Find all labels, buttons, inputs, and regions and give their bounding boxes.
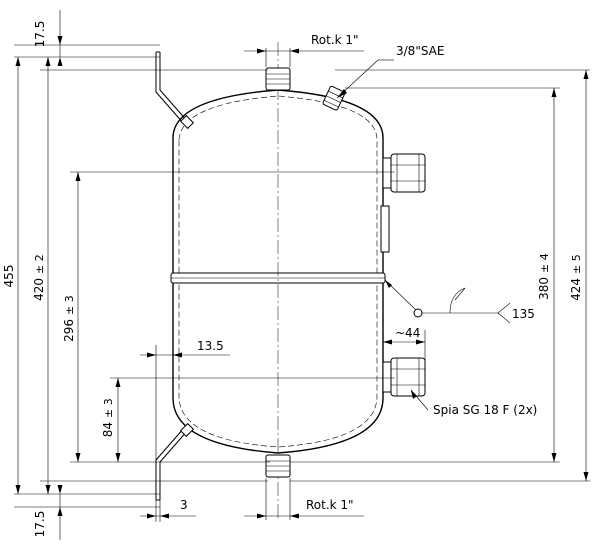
vessel-body: [170, 42, 386, 520]
dim-tol-380: ± 4: [538, 253, 551, 273]
bottom-connection-fitting: [265, 454, 291, 520]
extension-lines: [14, 44, 590, 508]
dim-tol-420: ± 2: [33, 254, 46, 274]
nameplate: [380, 205, 390, 253]
dim-line-bottom-connection: [244, 513, 364, 519]
dim-value-420: 420: [32, 278, 46, 301]
dim-value-3: 3: [180, 498, 188, 512]
sight-glass-label: Spia SG 18 F (2x): [433, 403, 537, 417]
dim-label-424: 424 ± 5: [569, 254, 583, 301]
dim-line-13-5: [140, 345, 230, 500]
dim-value-44: ~44: [395, 326, 420, 340]
dim-value-296: 296: [62, 319, 76, 342]
dim-line-17-5-bottom: [57, 485, 63, 540]
dim-line-3: [140, 500, 196, 522]
dim-line-top-connection: [244, 48, 364, 54]
sight-glass-upper: [382, 153, 426, 193]
dim-label-296: 296 ± 3: [62, 295, 76, 342]
dim-label-420: 420 ± 2: [32, 254, 46, 301]
dim-line-455: [15, 57, 21, 494]
weld-symbol: [384, 279, 511, 324]
dim-value-84: 84: [101, 422, 115, 437]
sae-leader: [336, 59, 394, 99]
dim-line-380: [551, 88, 557, 462]
sae-fitting-label: 3/8"SAE: [396, 44, 444, 58]
dim-line-44: [383, 339, 425, 345]
dim-value-455: 455: [2, 265, 16, 288]
weld-symbol-value: 135: [512, 307, 535, 321]
dim-label-380: 380 ± 4: [537, 253, 551, 300]
bottom-connection-label: Rot.k 1": [306, 498, 354, 512]
dim-value-top-17-5: 17.5: [33, 21, 47, 48]
sight-glass-lower: [382, 357, 426, 397]
top-connection-label: Rot.k 1": [311, 33, 359, 47]
dim-value-424: 424: [569, 278, 583, 301]
dim-line-420: [45, 57, 51, 494]
dim-line-424: [583, 70, 589, 481]
dim-line-84: [115, 378, 121, 462]
sight-glass-leader: [410, 389, 429, 411]
sae-fitting: [322, 85, 346, 111]
dim-value-bottom-17-5: 17.5: [33, 511, 47, 538]
dim-tol-424: ± 5: [570, 254, 583, 274]
dim-line-17-5-top: [57, 10, 63, 66]
dim-tol-84: ± 3: [102, 398, 115, 418]
dim-value-380: 380: [537, 277, 551, 300]
dim-value-13-5: 13.5: [197, 339, 224, 353]
dim-label-84: 84 ± 3: [101, 398, 115, 437]
top-mounting-bracket: [155, 51, 195, 130]
dim-tol-296: ± 3: [63, 295, 76, 315]
dim-line-296: [75, 172, 81, 462]
